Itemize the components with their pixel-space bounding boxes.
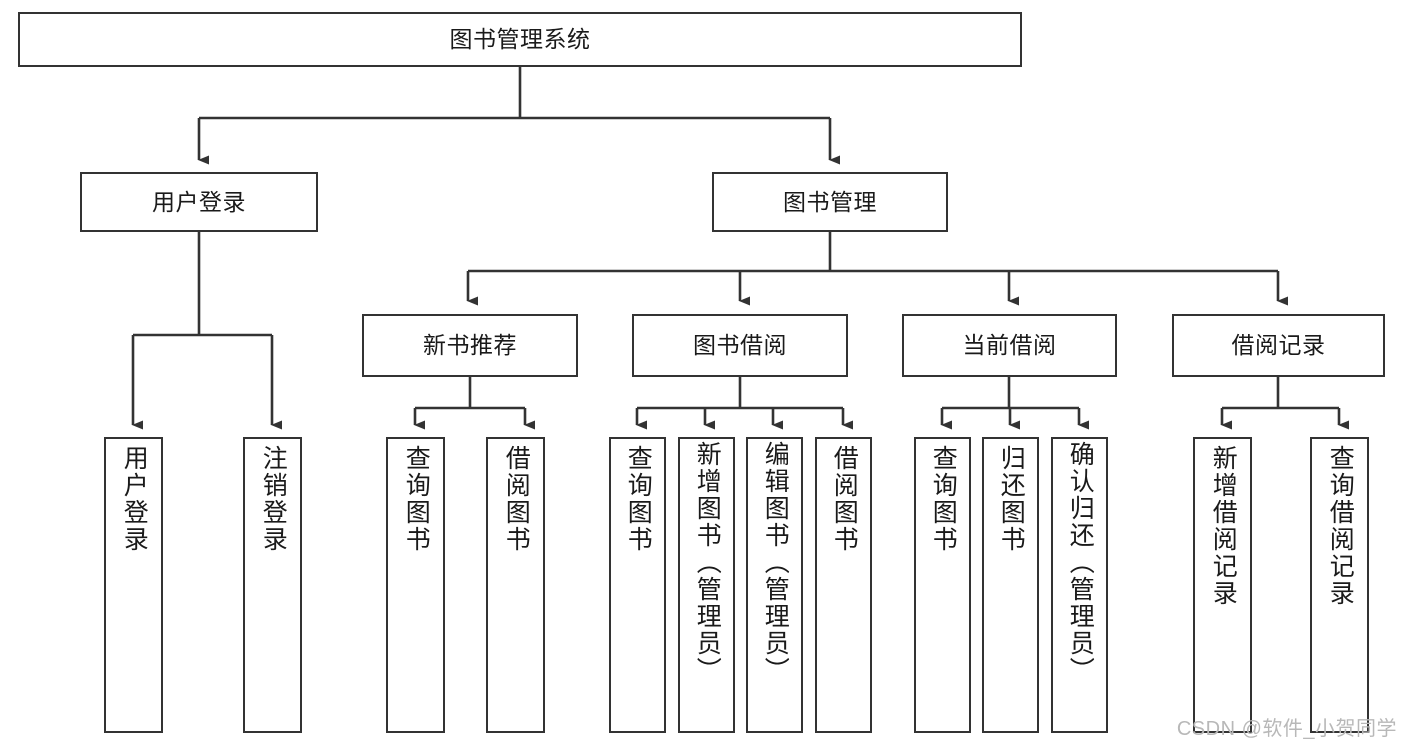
node-label: 用户登录 <box>120 445 149 553</box>
node-new-book-recommend[interactable]: 新书推荐 <box>362 314 578 377</box>
node-label: 归还图书 <box>997 445 1026 553</box>
node-label: 查询图书 <box>929 445 958 553</box>
node-label: 用户登录 <box>152 188 246 215</box>
node-label: 新书推荐 <box>423 332 517 359</box>
node-label: 借阅记录 <box>1231 332 1326 359</box>
leaf-book-borrow-add[interactable]: 新增图书（管理员） <box>678 437 735 733</box>
leaf-book-borrow-edit[interactable]: 编辑图书（管理员） <box>746 437 803 733</box>
node-label: 图书管理 <box>783 188 877 215</box>
node-book-management[interactable]: 图书管理 <box>712 172 948 232</box>
leaf-new-book-query[interactable]: 查询图书 <box>386 437 445 733</box>
node-current-borrow[interactable]: 当前借阅 <box>902 314 1117 377</box>
node-label: 图书借阅 <box>693 332 787 359</box>
node-label: 当前借阅 <box>962 332 1057 359</box>
node-label: 查询图书 <box>402 445 431 553</box>
node-root-system[interactable]: 图书管理系统 <box>18 12 1022 67</box>
node-label: 新增借阅记录 <box>1209 445 1238 607</box>
leaf-new-book-borrow[interactable]: 借阅图书 <box>486 437 545 733</box>
leaf-book-borrow-query[interactable]: 查询图书 <box>609 437 666 733</box>
node-label: 确认归还（管理员） <box>1066 441 1095 684</box>
leaf-user-login-login[interactable]: 用户登录 <box>104 437 163 733</box>
node-borrow-record[interactable]: 借阅记录 <box>1172 314 1385 377</box>
leaf-current-borrow-return[interactable]: 归还图书 <box>982 437 1039 733</box>
node-book-borrow[interactable]: 图书借阅 <box>632 314 848 377</box>
node-label: 新增图书（管理员） <box>693 441 722 684</box>
csdn-watermark: CSDN @软件_小贺同学 <box>1176 718 1397 740</box>
node-label: 查询图书 <box>624 445 653 553</box>
node-label: 借阅图书 <box>502 445 531 553</box>
node-user-login[interactable]: 用户登录 <box>80 172 318 232</box>
leaf-borrow-record-add[interactable]: 新增借阅记录 <box>1193 437 1252 733</box>
node-label: 图书管理系统 <box>449 26 591 53</box>
node-label: 注销登录 <box>259 445 288 553</box>
leaf-book-borrow-borrow[interactable]: 借阅图书 <box>815 437 872 733</box>
node-label: 编辑图书（管理员） <box>761 441 790 684</box>
leaf-current-borrow-confirm-return[interactable]: 确认归还（管理员） <box>1051 437 1108 733</box>
node-label: 借阅图书 <box>830 445 859 553</box>
node-label: 查询借阅记录 <box>1326 445 1355 607</box>
leaf-borrow-record-query[interactable]: 查询借阅记录 <box>1310 437 1369 733</box>
leaf-current-borrow-query[interactable]: 查询图书 <box>914 437 971 733</box>
leaf-user-login-logout[interactable]: 注销登录 <box>243 437 302 733</box>
